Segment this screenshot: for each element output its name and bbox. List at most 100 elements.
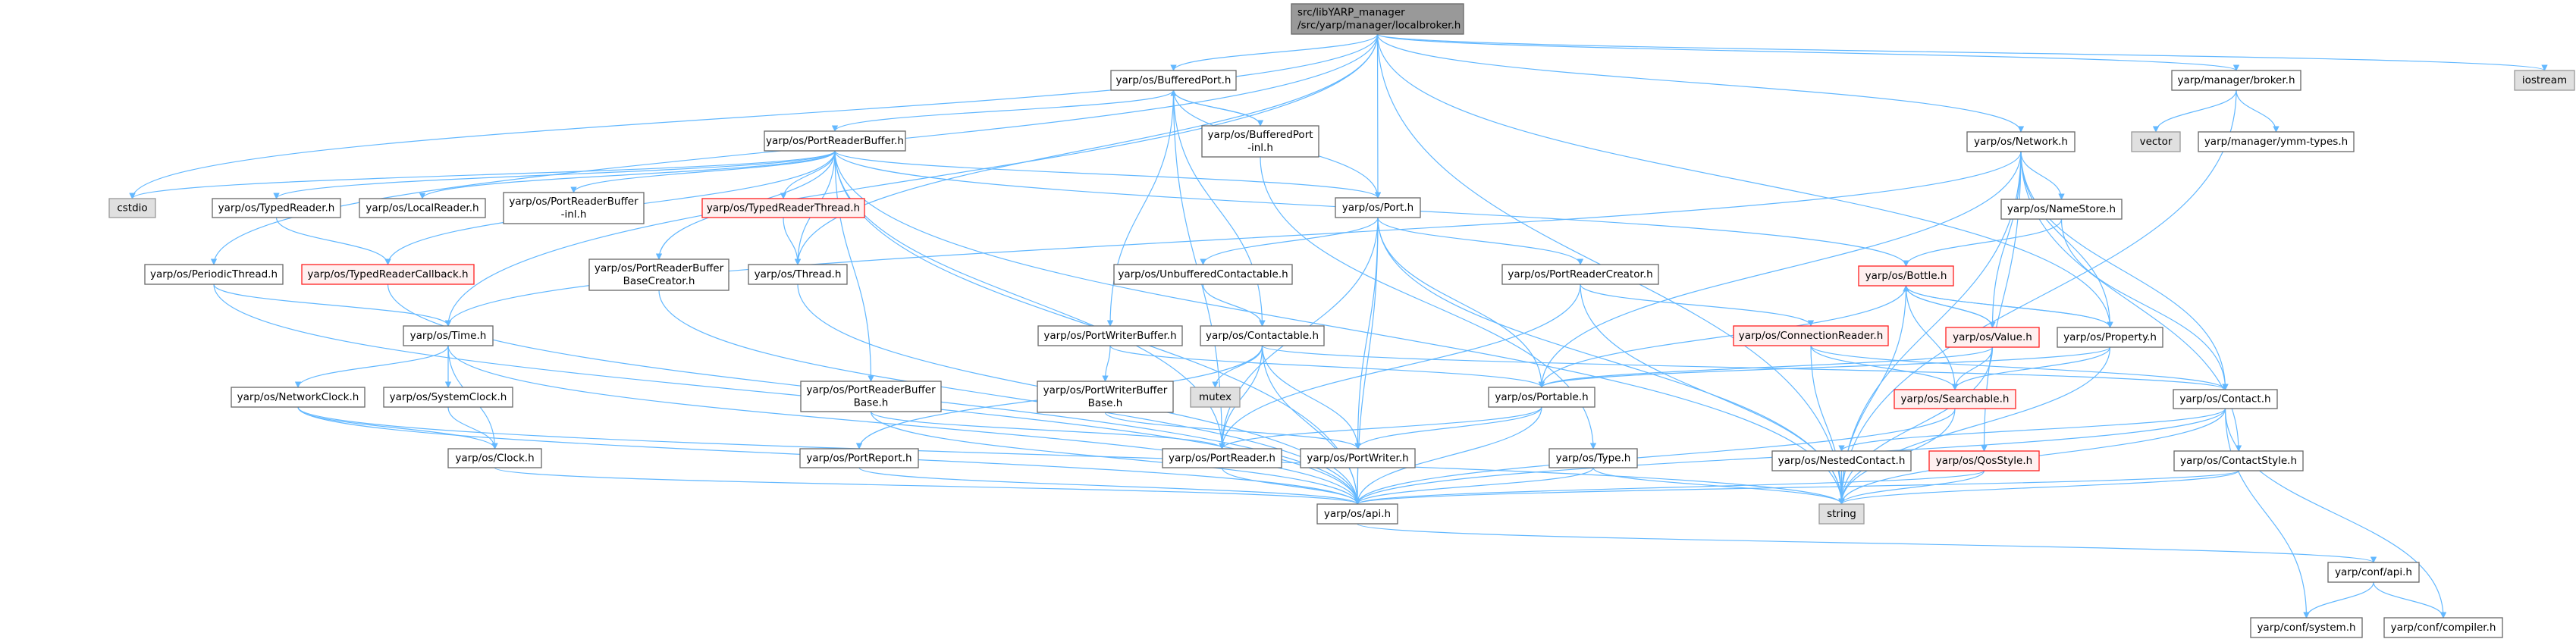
edge-port-to-portable bbox=[1377, 217, 1545, 388]
node-label: yarp/os/BufferedPort bbox=[1207, 129, 1313, 141]
node-confapi[interactable]: yarp/conf/api.h bbox=[2327, 562, 2420, 583]
node-string[interactable]: string bbox=[1818, 503, 1865, 525]
node-bottle[interactable]: yarp/os/Bottle.h bbox=[1858, 265, 1954, 287]
edge-root-to-cstdio bbox=[129, 33, 1379, 199]
node-contactstyle[interactable]: yarp/os/ContactStyle.h bbox=[2173, 450, 2304, 471]
node-thread[interactable]: yarp/os/Thread.h bbox=[748, 264, 848, 285]
node-namestore[interactable]: yarp/os/NameStore.h bbox=[2000, 199, 2123, 220]
node-typedreaderthread[interactable]: yarp/os/TypedReaderThread.h bbox=[701, 198, 865, 218]
node-box bbox=[1162, 448, 1282, 468]
node-mutex[interactable]: mutex bbox=[1190, 387, 1241, 408]
node-connectionreader[interactable]: yarp/os/ConnectionReader.h bbox=[1733, 325, 1889, 346]
node-label: yarp/os/ContactStyle.h bbox=[2180, 455, 2297, 467]
edge-contactable-to-portreader bbox=[1219, 345, 1263, 449]
node-systemclock[interactable]: yarp/os/SystemClock.h bbox=[383, 387, 513, 408]
node-box bbox=[799, 448, 919, 468]
node-typedreader[interactable]: yarp/os/TypedReader.h bbox=[212, 198, 341, 218]
node-portable[interactable]: yarp/os/Portable.h bbox=[1488, 387, 1595, 408]
node-box bbox=[701, 198, 865, 218]
node-ymmtypes[interactable]: yarp/manager/ymm-types.h bbox=[2198, 131, 2355, 152]
node-port[interactable]: yarp/os/Port.h bbox=[1335, 197, 1421, 218]
edge-port-to-portreadercreator bbox=[1377, 217, 1584, 265]
node-box bbox=[2173, 389, 2278, 409]
node-root[interactable]: src/libYARP_manager/src/yarp/manager/loc… bbox=[1291, 3, 1464, 35]
node-localreader[interactable]: yarp/os/LocalReader.h bbox=[359, 198, 486, 218]
node-label: yarp/os/PortWriterBuffer.h bbox=[1043, 330, 1176, 342]
node-label: yarp/os/TypedReader.h bbox=[218, 202, 335, 215]
node-prb-inl[interactable]: yarp/os/PortReaderBuffer-inl.h bbox=[503, 192, 645, 224]
node-confcompiler[interactable]: yarp/conf/compiler.h bbox=[2383, 617, 2503, 638]
node-contact[interactable]: yarp/os/Contact.h bbox=[2173, 389, 2278, 409]
node-box bbox=[1335, 197, 1421, 218]
edge-root-to-bufferedport bbox=[1170, 33, 1379, 71]
edge-portwriterbuffer-to-pwb_base bbox=[1102, 345, 1111, 382]
node-box bbox=[2057, 327, 2163, 348]
edge-value-to-searchable bbox=[1951, 346, 1994, 390]
node-portreader[interactable]: yarp/os/PortReader.h bbox=[1162, 448, 1282, 468]
node-broker[interactable]: yarp/manager/broker.h bbox=[2171, 70, 2301, 91]
edge-prb_basecreator-to-api bbox=[658, 290, 1361, 505]
node-label: Base.h bbox=[854, 397, 889, 409]
node-clock[interactable]: yarp/os/Clock.h bbox=[447, 448, 542, 468]
edge-root-to-network bbox=[1376, 33, 2025, 133]
node-time[interactable]: yarp/os/Time.h bbox=[403, 325, 494, 346]
node-portreport[interactable]: yarp/os/PortReport.h bbox=[799, 448, 919, 468]
node-unbufferedcontactable[interactable]: yarp/os/UnbufferedContactable.h bbox=[1113, 264, 1293, 285]
node-box bbox=[231, 387, 366, 408]
node-api[interactable]: yarp/os/api.h bbox=[1316, 503, 1398, 525]
edge-portreaderbuffer-to-port bbox=[834, 150, 1382, 199]
node-qosstyle[interactable]: yarp/os/QosStyle.h bbox=[1928, 450, 2040, 471]
node-value[interactable]: yarp/os/Value.h bbox=[1945, 327, 2040, 348]
node-vector[interactable]: vector bbox=[2131, 131, 2181, 152]
node-label: yarp/os/PortReport.h bbox=[806, 453, 911, 465]
edge-portreaderbuffer-to-string bbox=[834, 150, 1845, 505]
node-portwriter[interactable]: yarp/os/PortWriter.h bbox=[1300, 448, 1416, 468]
node-network[interactable]: yarp/os/Network.h bbox=[1966, 131, 2076, 152]
node-iostream[interactable]: iostream bbox=[2514, 70, 2575, 91]
node-contactable[interactable]: yarp/os/Contactable.h bbox=[1200, 325, 1325, 346]
node-networkclock[interactable]: yarp/os/NetworkClock.h bbox=[231, 387, 366, 408]
node-portreadercreator[interactable]: yarp/os/PortReaderCreator.h bbox=[1501, 264, 1659, 285]
edge-root-to-iostream bbox=[1376, 33, 2548, 71]
node-type[interactable]: yarp/os/Type.h bbox=[1548, 448, 1638, 468]
node-portwriterbuffer[interactable]: yarp/os/PortWriterBuffer.h bbox=[1037, 325, 1183, 346]
node-label: yarp/os/api.h bbox=[1324, 508, 1391, 520]
node-box bbox=[108, 198, 156, 218]
node-box bbox=[748, 264, 848, 285]
node-searchable[interactable]: yarp/os/Searchable.h bbox=[1894, 389, 2016, 409]
node-box bbox=[1300, 448, 1416, 468]
edge-property-to-searchable bbox=[1951, 346, 2111, 390]
node-label: yarp/manager/ymm-types.h bbox=[2204, 136, 2348, 148]
edge-portreaderbuffer-to-typedreader bbox=[273, 150, 836, 199]
node-label: vector bbox=[2140, 136, 2173, 148]
node-box bbox=[2173, 450, 2304, 471]
edge-bottle-to-searchable bbox=[1905, 285, 1959, 390]
edge-typedreader-to-typedreadercallback bbox=[275, 217, 391, 265]
node-box bbox=[1110, 70, 1237, 91]
node-typedreadercallback[interactable]: yarp/os/TypedReaderCallback.h bbox=[301, 264, 475, 285]
nodes-layer: src/libYARP_manager/src/yarp/manager/loc… bbox=[108, 3, 2575, 638]
node-portreaderbuffer[interactable]: yarp/os/PortReaderBuffer.h bbox=[764, 130, 906, 152]
edge-contactable-to-api bbox=[1261, 345, 1361, 505]
edge-qosstyle-to-string bbox=[1838, 470, 1985, 505]
node-box bbox=[2171, 70, 2301, 91]
node-confsystem[interactable]: yarp/conf/system.h bbox=[2250, 617, 2363, 638]
node-box bbox=[1894, 389, 2016, 409]
node-bufferedport[interactable]: yarp/os/BufferedPort.h bbox=[1110, 70, 1237, 91]
node-bufferedport-inl[interactable]: yarp/os/BufferedPort-inl.h bbox=[1201, 125, 1319, 158]
node-box bbox=[800, 381, 942, 412]
edge-type-to-api bbox=[1354, 467, 1594, 505]
node-box bbox=[1928, 450, 2040, 471]
edge-contact-to-confsystem bbox=[2224, 408, 2310, 619]
node-label: yarp/conf/compiler.h bbox=[2391, 622, 2496, 634]
edge-namestore-to-bottle bbox=[1903, 218, 2063, 267]
node-label: yarp/os/PeriodicThread.h bbox=[150, 268, 278, 280]
node-property[interactable]: yarp/os/Property.h bbox=[2057, 327, 2163, 348]
edge-root-to-broker bbox=[1376, 33, 2239, 71]
node-nestedcontact[interactable]: yarp/os/NestedContact.h bbox=[1771, 450, 1912, 471]
node-cstdio[interactable]: cstdio bbox=[108, 198, 156, 218]
node-periodicthread[interactable]: yarp/os/PeriodicThread.h bbox=[144, 264, 284, 285]
